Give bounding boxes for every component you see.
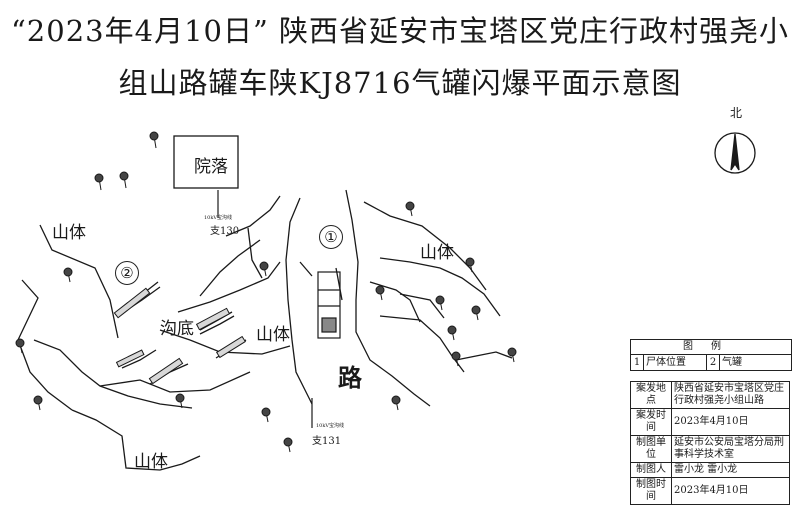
legend-num-1: 1	[631, 355, 644, 370]
ditch-label: 沟底	[160, 319, 194, 339]
mountain-contour-left-3	[33, 339, 193, 409]
mountain-contour-right-6	[369, 281, 421, 323]
ditch-line-5	[121, 349, 157, 369]
mountain-contour-left	[39, 224, 119, 339]
mountain-contour-right-3	[379, 315, 465, 373]
mountain-label-south: 山体	[134, 452, 168, 472]
info-key: 制图时间	[630, 477, 672, 505]
ditch-line-4	[199, 315, 235, 335]
mountain-label-center: 山体	[256, 325, 290, 345]
info-key: 制图人	[630, 462, 672, 478]
info-key: 案发地点	[630, 381, 672, 409]
table-row: 制图时间 2023年4月10日	[630, 477, 790, 505]
mountain-contour-right-4	[399, 293, 445, 319]
mountain-contour-mid	[177, 261, 281, 313]
info-key: 案发时间	[630, 408, 672, 436]
mountain-contour-lower-2	[99, 371, 251, 393]
info-value: 雷小龙 雷小龙	[671, 462, 790, 478]
legend-num-2: 2	[707, 355, 720, 370]
mountain-label-west: 山体	[52, 223, 86, 243]
road-label: 路	[338, 363, 362, 392]
pole-sign-131: 10kV宝沟线	[316, 423, 345, 429]
table-row: 案发时间 2023年4月10日	[630, 408, 790, 436]
courtyard-label: 院落	[194, 157, 228, 177]
legend-box: 图例 1 尸体位置 2 气罐	[630, 339, 792, 371]
document-title-line-1: “2023年4月10日” 陕西省延安市宝塔区党庄行政村强尧小	[10, 14, 790, 48]
legend-text-1: 尸体位置	[644, 355, 707, 370]
road-edge-right	[345, 189, 431, 407]
legend-row: 1 尸体位置 2 气罐	[631, 355, 791, 370]
mountain-label-east: 山体	[420, 243, 454, 263]
mountain-contour-left-2	[17, 279, 73, 411]
north-arrow	[714, 132, 756, 174]
mountain-contour-mid-2	[225, 195, 281, 237]
courtyard-outline	[173, 135, 239, 189]
info-key: 制图单位	[630, 435, 672, 463]
road-track-1	[299, 261, 313, 277]
mountain-contour-right-5	[455, 351, 513, 361]
pole-label-130: 支130	[210, 226, 240, 237]
legend-header: 图例	[631, 340, 791, 355]
north-label: 北	[730, 106, 743, 120]
table-row: 制图单位 延安市公安局宝塔分局刑事科学技术室	[630, 435, 790, 463]
tanker-vehicle	[317, 271, 341, 339]
pole-label-131: 支131	[312, 436, 342, 447]
document-title-line-2: 组山路罐车陕KJ8716气罐闪爆平面示意图	[118, 66, 682, 100]
table-row: 案发地点 陕西省延安市宝塔区党庄行政村强尧小组山路	[630, 381, 790, 409]
tree-symbols	[15, 131, 517, 453]
marker-body-location: ①	[319, 225, 343, 249]
info-value: 延安市公安局宝塔分局刑事科学技术室	[671, 435, 790, 463]
mountain-contour-lower	[71, 409, 201, 471]
case-info-table: 案发地点 陕西省延安市宝塔区党庄行政村强尧小组山路 案发时间 2023年4月10…	[630, 381, 790, 505]
mountain-contour-right	[363, 201, 487, 291]
road-track-2	[335, 267, 343, 301]
mountain-contour-mid-3	[247, 227, 263, 279]
road-edge-left	[285, 197, 313, 405]
gas-tank-outlines	[113, 287, 246, 385]
info-value: 陕西省延安市宝塔区党庄行政村强尧小组山路	[671, 381, 790, 409]
info-value: 2023年4月10日	[671, 408, 790, 436]
table-row: 制图人 雷小龙 雷小龙	[630, 462, 790, 478]
utility-poles	[217, 190, 313, 428]
legend-text-2: 气罐	[722, 357, 742, 368]
info-value: 2023年4月10日	[671, 477, 790, 505]
pole-sign-130: 10kV宝沟线	[204, 215, 233, 221]
marker-gas-tank: ②	[115, 261, 139, 285]
mountain-contour-right-2	[379, 257, 501, 317]
mountain-contour-mid-5	[199, 239, 261, 297]
